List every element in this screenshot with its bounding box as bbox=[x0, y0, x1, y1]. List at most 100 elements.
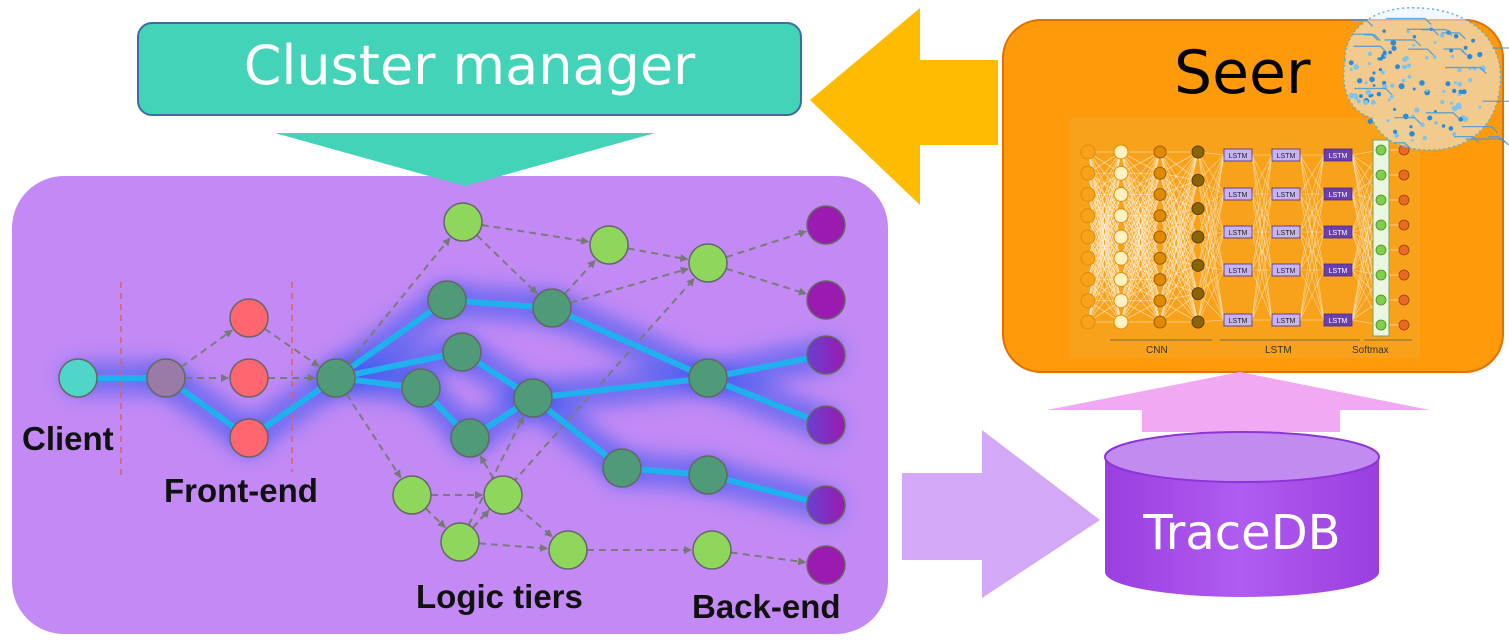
nn-conv-neuron bbox=[1153, 230, 1167, 244]
brain-circuit-dot bbox=[1450, 54, 1455, 59]
brain-circuit-dot bbox=[1367, 118, 1373, 124]
dashed-call-edge bbox=[345, 393, 402, 479]
nn-output-neuron bbox=[1398, 269, 1410, 281]
brain-circuit-dot bbox=[1354, 95, 1359, 100]
brain-circuit-dot bbox=[1471, 38, 1476, 43]
front-end-node bbox=[229, 418, 269, 458]
dashed-call-edge bbox=[564, 259, 596, 295]
client-label: Client bbox=[22, 420, 114, 457]
nn-input-neuron bbox=[1080, 314, 1096, 330]
nn-conv-neuron bbox=[1113, 187, 1129, 202]
nn-connection bbox=[1087, 151, 1122, 216]
brain-circuit-dot bbox=[1402, 113, 1409, 120]
brain-circuit-dot bbox=[1451, 105, 1458, 112]
nn-conv-neuron bbox=[1113, 229, 1129, 245]
nn-connection bbox=[1251, 154, 1273, 321]
brain-circuit-dot bbox=[1477, 51, 1483, 58]
nn-connection bbox=[1299, 154, 1325, 321]
nn-pool-neuron bbox=[1191, 230, 1205, 244]
logic-node bbox=[548, 530, 588, 570]
dashed-call-edge bbox=[467, 415, 525, 526]
front-end-node bbox=[229, 358, 269, 398]
brain-circuit-trace bbox=[1421, 28, 1453, 37]
nn-connection bbox=[1159, 151, 1199, 259]
brain-circuit-dot bbox=[1387, 98, 1391, 102]
nn-connection bbox=[1299, 154, 1325, 271]
lstm-unit-label: LSTM bbox=[1277, 268, 1296, 275]
nn-input-neuron bbox=[1080, 144, 1096, 160]
lstm-unit-label: LSTM bbox=[1329, 318, 1348, 325]
brain-circuit-dot bbox=[1402, 57, 1408, 63]
back-end-node bbox=[806, 335, 846, 375]
brain-circuit-dot bbox=[1420, 122, 1425, 128]
nn-output-neuron bbox=[1398, 169, 1410, 181]
nn-connection bbox=[1159, 265, 1199, 323]
nn-conv-neuron bbox=[1153, 294, 1167, 308]
brain-circuit-dot bbox=[1365, 89, 1372, 96]
brain-circuit-trace bbox=[1385, 17, 1432, 25]
lstm-unit bbox=[1271, 313, 1301, 327]
lstm-unit bbox=[1323, 148, 1353, 162]
nn-connection bbox=[1251, 154, 1273, 233]
nn-connection bbox=[1251, 193, 1273, 233]
back-end-node bbox=[806, 205, 846, 245]
nn-input-neuron bbox=[1080, 208, 1096, 224]
lstm-unit bbox=[1271, 148, 1301, 162]
nn-connection bbox=[1299, 154, 1325, 321]
nn-connection bbox=[1251, 154, 1273, 233]
brain-circuit-dot bbox=[1425, 88, 1429, 92]
brain-circuit-dot bbox=[1356, 99, 1362, 104]
nn-pool-neuron bbox=[1191, 202, 1205, 216]
brain-circuit-dot bbox=[1448, 126, 1454, 131]
nn-connection bbox=[1087, 151, 1122, 195]
nn-connection bbox=[1159, 236, 1199, 301]
brain-circuit-dot bbox=[1388, 50, 1392, 55]
nn-connection bbox=[1299, 231, 1325, 321]
nn-conv-neuron bbox=[1113, 314, 1129, 330]
nn-connection bbox=[1299, 193, 1325, 233]
nn-connection bbox=[1159, 208, 1199, 323]
brain-circuit-dot bbox=[1406, 63, 1412, 68]
nn-connection bbox=[1197, 265, 1225, 321]
nn-connection bbox=[1299, 269, 1325, 321]
brain-circuit-dot bbox=[1442, 89, 1446, 94]
nn-connection bbox=[1159, 236, 1199, 323]
brain-circuit-dot bbox=[1401, 65, 1405, 69]
nn-softmax-neuron bbox=[1375, 294, 1387, 306]
dashed-call-edge bbox=[725, 267, 807, 296]
nn-connection bbox=[1159, 151, 1199, 195]
front-end-label: Front-end bbox=[164, 472, 318, 509]
brain-circuit-trace bbox=[1394, 116, 1422, 125]
nn-conv-neuron bbox=[1153, 145, 1167, 159]
nn-connection bbox=[1159, 151, 1199, 301]
nn-connection bbox=[1197, 208, 1225, 321]
lstm-unit-label: LSTM bbox=[1329, 268, 1348, 275]
dashed-call-edge bbox=[569, 266, 689, 304]
logic-node bbox=[316, 358, 356, 398]
nn-connection bbox=[1251, 154, 1273, 195]
brain-circuit-dot bbox=[1412, 87, 1416, 91]
nn-connection bbox=[1197, 193, 1225, 294]
brain-circuit-dot bbox=[1395, 64, 1401, 70]
nn-connection bbox=[1197, 193, 1225, 323]
nn-input-neuron bbox=[1080, 165, 1096, 181]
brain-circuit-trace bbox=[1354, 87, 1393, 95]
critical-path-edge bbox=[705, 472, 829, 508]
manager-to-graph-arrow bbox=[275, 133, 655, 186]
nn-connection bbox=[1159, 179, 1199, 195]
nn-conv-neuron bbox=[1113, 272, 1129, 287]
nn-connection bbox=[1159, 180, 1199, 259]
brain-circuit-icon bbox=[1343, 6, 1509, 151]
brain-circuit-dot bbox=[1372, 71, 1376, 75]
nn-connection bbox=[1159, 208, 1199, 259]
nn-softmax-neuron bbox=[1375, 269, 1387, 281]
nn-connection bbox=[1120, 151, 1161, 323]
brain-circuit-dot bbox=[1412, 43, 1416, 47]
dashed-call-edge bbox=[475, 234, 538, 295]
brain-circuit-dot bbox=[1406, 29, 1410, 34]
nn-conv-neuron bbox=[1113, 293, 1129, 309]
brain-circuit-dot bbox=[1376, 91, 1382, 97]
nn-output-neuron bbox=[1398, 319, 1410, 331]
brain-circuit-dot bbox=[1353, 64, 1359, 70]
nn-connection bbox=[1197, 269, 1225, 323]
